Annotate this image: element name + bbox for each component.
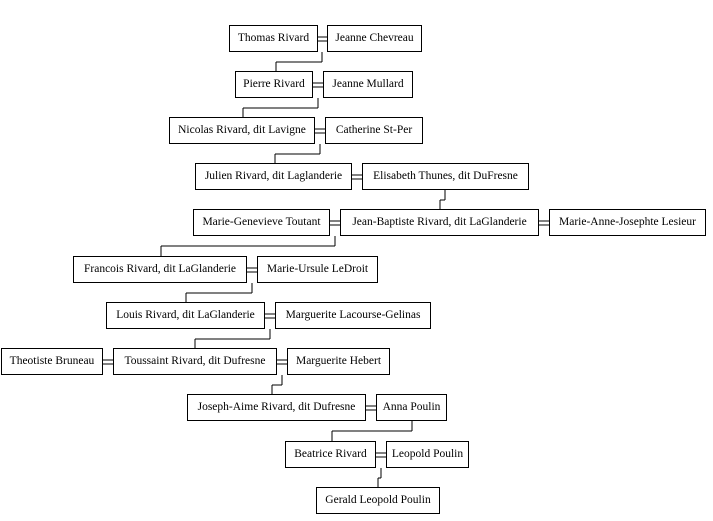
person-box: Pierre Rivard <box>235 71 313 98</box>
person-box: Marguerite Hebert <box>287 348 390 375</box>
person-box: Catherine St-Per <box>325 117 423 144</box>
person-box: Nicolas Rivard, dit Lavigne <box>169 117 315 144</box>
person-box: Theotiste Bruneau <box>1 348 103 375</box>
person-box: Beatrice Rivard <box>285 441 376 468</box>
person-box: Francois Rivard, dit LaGlanderie <box>73 256 247 283</box>
person-box: Louis Rivard, dit LaGlanderie <box>106 302 265 329</box>
person-box: Jeanne Chevreau <box>327 25 422 52</box>
person-box: Marie-Anne-Josephte Lesieur <box>549 209 706 236</box>
person-box: Marie-Genevieve Toutant <box>193 209 330 236</box>
marriage-connectors <box>103 36 549 458</box>
person-box: Gerald Leopold Poulin <box>316 487 440 514</box>
person-box: Elisabeth Thunes, dit DuFresne <box>362 163 529 190</box>
person-box: Marie-Ursule LeDroit <box>257 256 378 283</box>
person-box: Julien Rivard, dit Laglanderie <box>195 163 352 190</box>
descent-connectors <box>160 52 446 487</box>
person-box: Leopold Poulin <box>386 441 469 468</box>
person-box: Jean-Baptiste Rivard, dit LaGlanderie <box>340 209 539 236</box>
person-box: Joseph-Aime Rivard, dit Dufresne <box>187 394 366 421</box>
person-box: Toussaint Rivard, dit Dufresne <box>113 348 277 375</box>
person-box: Anna Poulin <box>376 394 447 421</box>
person-box: Jeanne Mullard <box>323 71 413 98</box>
person-box: Thomas Rivard <box>229 25 318 52</box>
person-box: Marguerite Lacourse-Gelinas <box>275 302 431 329</box>
